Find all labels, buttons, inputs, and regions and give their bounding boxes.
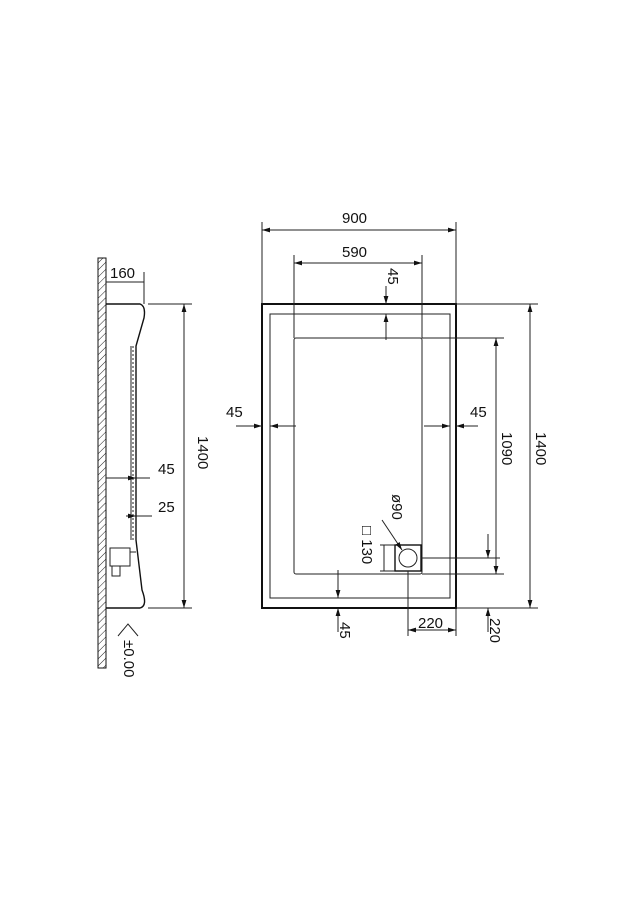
tray-outer	[261, 303, 457, 609]
tray-basin	[293, 337, 423, 575]
tray-rim	[269, 313, 451, 599]
dim-side-length: 1400	[194, 436, 211, 469]
dim-top-rim: 45	[384, 268, 401, 285]
dim-drain-x: 220	[418, 615, 443, 632]
dim-drain-diameter: ø90	[388, 494, 405, 520]
drain-icon	[398, 548, 418, 568]
drain-fitting	[109, 547, 131, 567]
side-view: 160 1400 45 25 ±0.00	[97, 257, 211, 677]
dim-drain-square: □ 130	[358, 526, 375, 564]
dim-overall-width: 900	[342, 210, 367, 227]
dim-drain-y: 220	[486, 618, 503, 643]
dim-side-drain-offset: 25	[158, 499, 175, 516]
dim-right-rim: 45	[470, 404, 487, 421]
floor-level-icon	[117, 623, 139, 637]
dim-overall-length: 1400	[532, 432, 549, 465]
floor-level-label: ±0.00	[120, 640, 137, 677]
dim-bottom-rim: 45	[336, 622, 353, 639]
dim-side-height: 160	[110, 265, 135, 282]
dim-left-rim: 45	[226, 404, 243, 421]
dim-side-rim: 45	[158, 461, 175, 478]
wall-section	[97, 257, 107, 669]
dim-inner-width: 590	[342, 244, 367, 261]
plan-view: 900 590 45 45 45 1090 1400 45	[226, 210, 549, 643]
dim-inner-length: 1090	[498, 432, 515, 465]
tray-profile	[106, 303, 146, 609]
